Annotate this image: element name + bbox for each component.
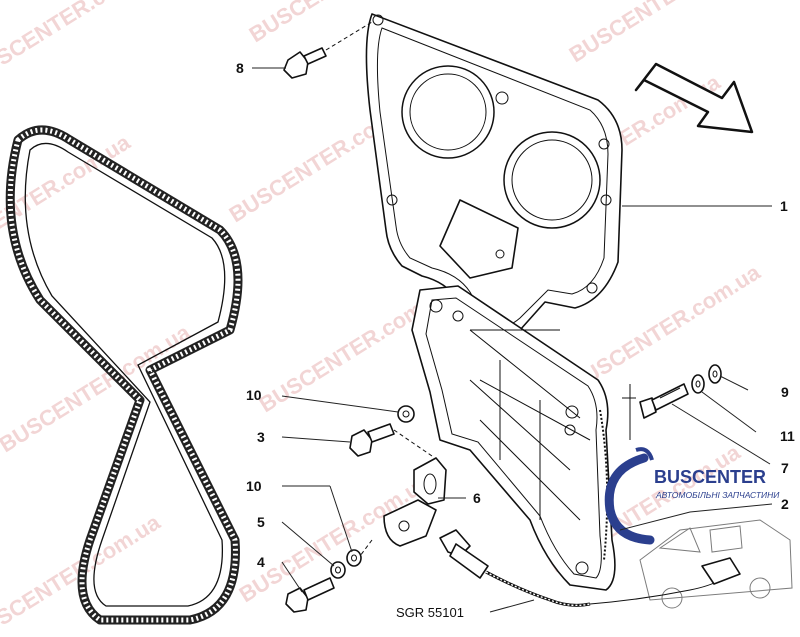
callout-9: 9: [781, 384, 789, 400]
callout-7: 7: [781, 460, 789, 476]
van-icon: [639, 519, 793, 609]
bolt-4-assembly: [285, 549, 362, 613]
direction-arrow-icon: [634, 62, 754, 134]
callout-11: 11: [780, 428, 795, 444]
sensor-bracket-6: [359, 457, 447, 557]
callout-10-upper: 10: [246, 387, 262, 403]
leader-lines: [252, 67, 773, 613]
callout-4: 4: [257, 554, 265, 570]
bolt-8: [283, 21, 373, 79]
watermark-text: BUSCENTER.com.ua: [0, 0, 165, 87]
watermark-text: BUSCENTER.com.ua: [0, 319, 195, 457]
upper-timing-cover: [365, 13, 623, 344]
callout-2: 2: [781, 496, 789, 512]
callout-5: 5: [257, 514, 265, 530]
lower-timing-cover: [411, 285, 616, 591]
bolt-3-assembly: [349, 405, 433, 457]
timing-belt: [5, 125, 243, 625]
logo-brand: BUSCENTER: [654, 467, 766, 487]
bolt-7-assembly: [622, 364, 722, 440]
logo-tagline: АВТОМОБІЛЬНІ ЗАПЧАСТИНИ: [655, 490, 780, 500]
buscenter-logo: BUSCENTER АВТОМОБІЛЬНІ ЗАПЧАСТИНИ: [604, 447, 780, 545]
watermark-text: BUSCENTER.com.ua: [565, 0, 765, 67]
callout-10-lower: 10: [246, 478, 262, 494]
callout-labels: 8 1 9 11 7 2 10 3 10 6 5 4 SGR 55101: [236, 60, 795, 620]
crank-position-sensor-2: [439, 529, 741, 607]
callout-1: 1: [780, 198, 788, 214]
reference-code: SGR 55101: [396, 605, 464, 620]
callout-6: 6: [473, 490, 481, 506]
callout-3: 3: [257, 429, 265, 445]
callout-8: 8: [236, 60, 244, 76]
